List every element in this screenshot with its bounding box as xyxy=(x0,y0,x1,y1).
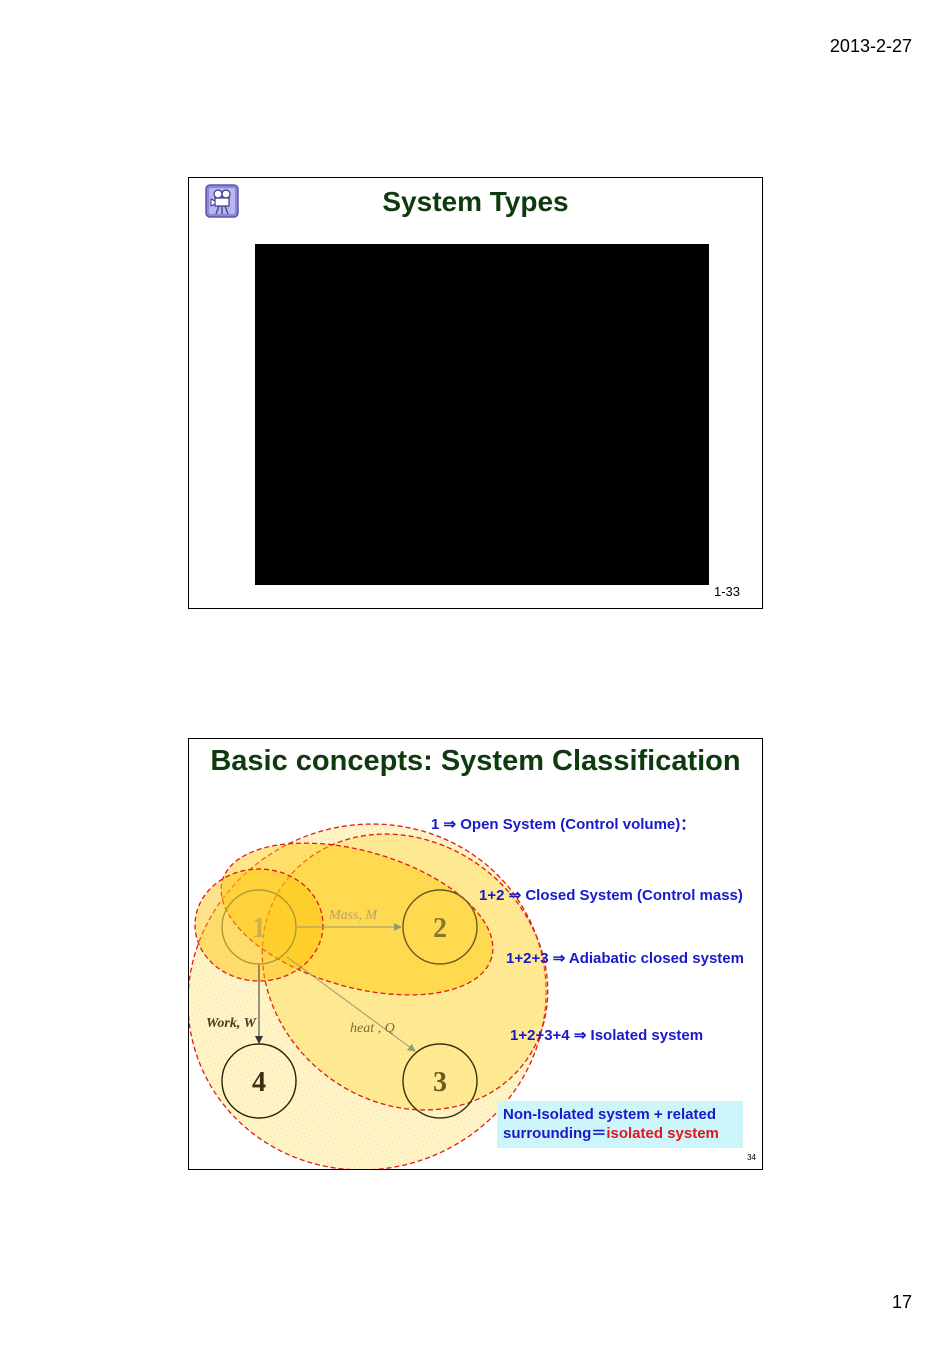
node-4-label: 4 xyxy=(252,1067,266,1098)
node-3-label: 3 xyxy=(433,1067,447,1098)
node-4-circle xyxy=(221,1043,297,1119)
slide-title: System Types xyxy=(382,186,569,217)
slide-number: 1-33 xyxy=(713,584,740,599)
page-date: 2013-2-27 xyxy=(829,36,912,56)
note-line-1: Non-Isolated system + related xyxy=(503,1106,716,1123)
adiabatic-system-label: 1+2+3 ⇒ Adiabatic closed system xyxy=(506,950,744,967)
heat-label: heat , Q xyxy=(350,1021,395,1036)
page-number: 17 xyxy=(891,1292,912,1312)
system-diagram: 1 2 3 4 Mass, M heat , Q Work, W xyxy=(189,823,549,1169)
work-label: Work, W xyxy=(206,1016,258,1031)
node-2-label: 2 xyxy=(433,913,447,944)
node-3-circle xyxy=(402,1043,478,1119)
note-line-2: surrounding＝isolated system xyxy=(503,1124,737,1143)
heat-arrow xyxy=(286,956,416,1052)
slide-system-types: System Types 1-33 xyxy=(188,177,763,609)
video-camera-icon[interactable] xyxy=(205,184,239,218)
node-2-circle xyxy=(402,889,478,965)
mass-label: Mass, M xyxy=(328,908,379,923)
note-box: Non-Isolated system + related surroundin… xyxy=(497,1101,743,1148)
adiabatic-region xyxy=(261,833,549,1111)
node-1-circle xyxy=(221,889,297,965)
closed-region xyxy=(220,842,494,996)
video-player[interactable] xyxy=(255,244,709,585)
note-prefix: surrounding＝ xyxy=(503,1125,607,1142)
isolated-system-label: 1+2+3+4 ⇒ Isolated system xyxy=(510,1027,704,1044)
node-1-label: 1 xyxy=(252,913,266,944)
open-region xyxy=(194,868,324,982)
open-system-label: 1 ⇒ Open System (Control volume)： xyxy=(431,816,696,833)
note-highlight: isolated system xyxy=(606,1125,719,1142)
slide-number: 34 xyxy=(747,1153,756,1162)
slide-system-classification: Basic concepts: System Classification xyxy=(188,738,763,1170)
closed-system-label: 1+2 ⇒ Closed System (Control mass) xyxy=(479,887,743,904)
slide-title: Basic concepts: System Classification xyxy=(210,745,741,777)
